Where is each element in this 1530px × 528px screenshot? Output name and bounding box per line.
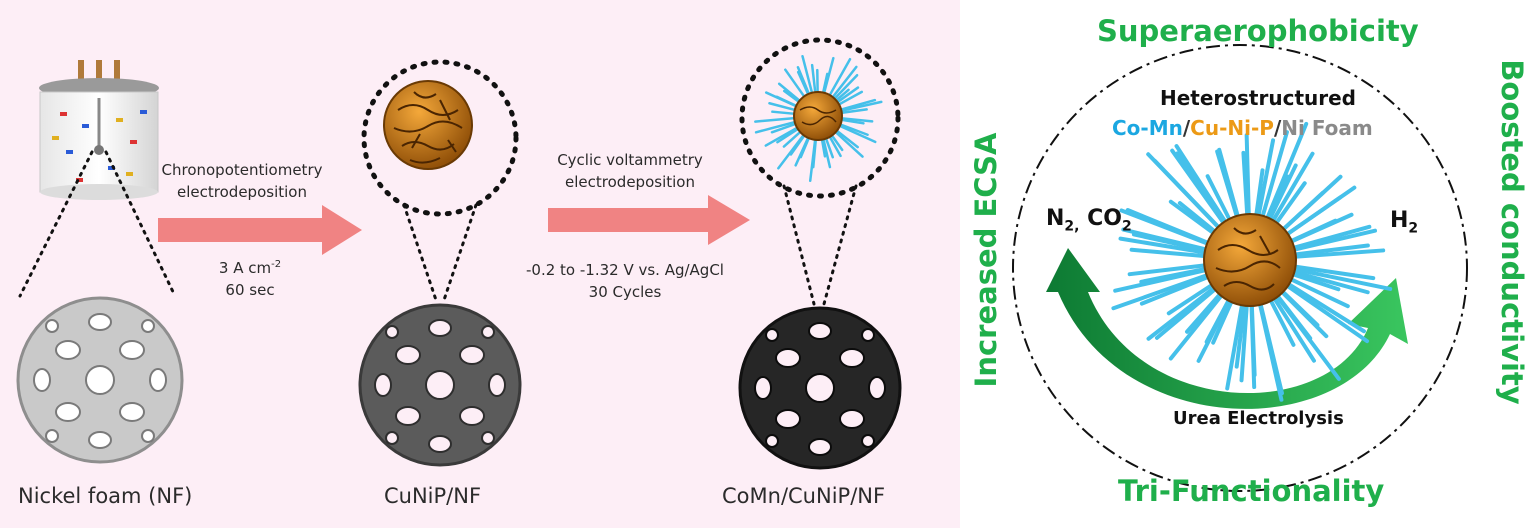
nickel-foam-lattice — [16, 296, 184, 464]
label-urea-electrolysis: Urea Electrolysis — [1173, 408, 1344, 429]
step1-current: 3 A cm-2 — [218, 259, 282, 277]
nanoneedle — [1280, 212, 1354, 248]
nanoneedle — [1215, 149, 1242, 228]
nanoneedle — [801, 54, 815, 100]
comn-cunip-particle — [754, 54, 883, 182]
step2-cycles: 30 Cycles — [588, 282, 662, 301]
nanoneedle — [830, 126, 864, 158]
dash-dot-ellipse — [1012, 44, 1468, 492]
label-reactants: N2, CO2 — [1046, 206, 1132, 235]
nanoneedle — [754, 116, 802, 123]
step2-line2: electrodeposition — [565, 172, 695, 191]
caption-cunip-nf: CuNiP/NF — [384, 484, 482, 508]
step1-arrow — [158, 205, 362, 255]
caption-nickel-foam: Nickel foam (NF) — [18, 484, 193, 508]
label-product: H2 — [1390, 208, 1419, 237]
step1-line2: electrodeposition — [177, 182, 307, 201]
nanoneedle — [1125, 208, 1219, 249]
electrochemical-cell — [39, 60, 159, 200]
nanoneedle — [1196, 290, 1236, 363]
nanoneedle — [1239, 293, 1250, 383]
nanoneedle — [1254, 138, 1276, 227]
label-heterostructured: Heterostructured — [1160, 86, 1356, 110]
label-superaerophobicity: Superaerophobicity — [1097, 14, 1419, 48]
nanoneedle — [1278, 277, 1366, 334]
nanoneedle — [1139, 265, 1217, 284]
nanoneedle — [1282, 224, 1372, 253]
nanoneedle — [1273, 283, 1329, 339]
nanoneedle — [764, 123, 804, 147]
nanoneedle — [1170, 148, 1232, 233]
step2-method: Cyclic voltammetry electrodeposition — [530, 150, 730, 194]
material-cunip: Cu-Ni-P — [1190, 116, 1274, 140]
nanoneedle — [1241, 150, 1250, 227]
nanoneedle — [1127, 262, 1217, 277]
nanoneedle — [777, 129, 809, 170]
nanoneedle — [834, 100, 883, 114]
material-comn: Co-Mn — [1112, 116, 1183, 140]
nanoneedle — [1282, 267, 1370, 295]
nanoneedle — [1283, 263, 1376, 281]
nanoneedle — [1256, 293, 1284, 396]
material-nifoam: Ni Foam — [1281, 116, 1373, 140]
label-boosted-conductivity: Boosted conductivity — [1495, 59, 1529, 405]
nanoneedle — [1257, 130, 1289, 228]
nanoneedle — [1234, 293, 1248, 369]
nanoneedle — [1283, 243, 1370, 258]
cunip-nf-lattice — [358, 303, 522, 467]
nanoneedle — [1154, 281, 1225, 340]
label-tri-functionality: Tri-Functionality — [1118, 474, 1385, 508]
nanoneedle — [1153, 158, 1228, 237]
nanoneedle — [1266, 151, 1315, 231]
nanoneedle — [1283, 248, 1386, 260]
nanoneedle — [1277, 185, 1357, 242]
nanoneedle — [1225, 293, 1246, 391]
nanoneedle — [825, 57, 852, 102]
nanoneedle — [1174, 144, 1233, 232]
nanoneedle — [1277, 278, 1370, 344]
step2-conditions: -0.2 to -1.32 V vs. Ag/AgCl 30 Cycles — [500, 260, 750, 304]
nanoneedle — [1139, 271, 1219, 306]
step2-potential: -0.2 to -1.32 V vs. Ag/AgCl — [526, 261, 724, 279]
step1-line1: Chronopotentiometry — [161, 161, 323, 179]
step1-conditions: 3 A cm-2 60 sec — [160, 258, 340, 302]
cunip-particle — [383, 80, 473, 170]
material-composition: Co-Mn/Cu-Ni-P/Ni Foam — [1112, 116, 1373, 140]
step2-line1: Cyclic voltammetry — [557, 151, 703, 169]
nanoneedle — [1129, 247, 1217, 259]
material-sep2: / — [1273, 116, 1282, 140]
step1-time: 60 sec — [225, 280, 275, 299]
caption-comn-cunip-nf: CoMn/CuNiP/NF — [722, 484, 886, 508]
label-increased-ecsa: Increased ECSA — [969, 132, 1003, 388]
comn-cunip-nf-lattice — [738, 306, 902, 470]
nanoneedle — [1249, 293, 1257, 390]
nanoneedle — [754, 119, 802, 134]
nanoneedle — [833, 122, 877, 144]
nanoneedle — [827, 65, 858, 104]
nanoneedle — [1118, 236, 1217, 257]
material-sep1: / — [1182, 116, 1191, 140]
nanoneedle — [1283, 228, 1378, 254]
heterostructure-particle — [1111, 121, 1393, 402]
nanoneedle — [1267, 288, 1316, 363]
green-curved-arrow — [1046, 248, 1408, 409]
nanoneedle — [1280, 273, 1350, 309]
step2-arrow — [548, 195, 750, 245]
step1-method: Chronopotentiometry electrodeposition — [142, 160, 342, 204]
nanoneedle — [1283, 265, 1393, 291]
nanoneedle — [1131, 232, 1217, 255]
nanoneedle — [1111, 269, 1219, 311]
